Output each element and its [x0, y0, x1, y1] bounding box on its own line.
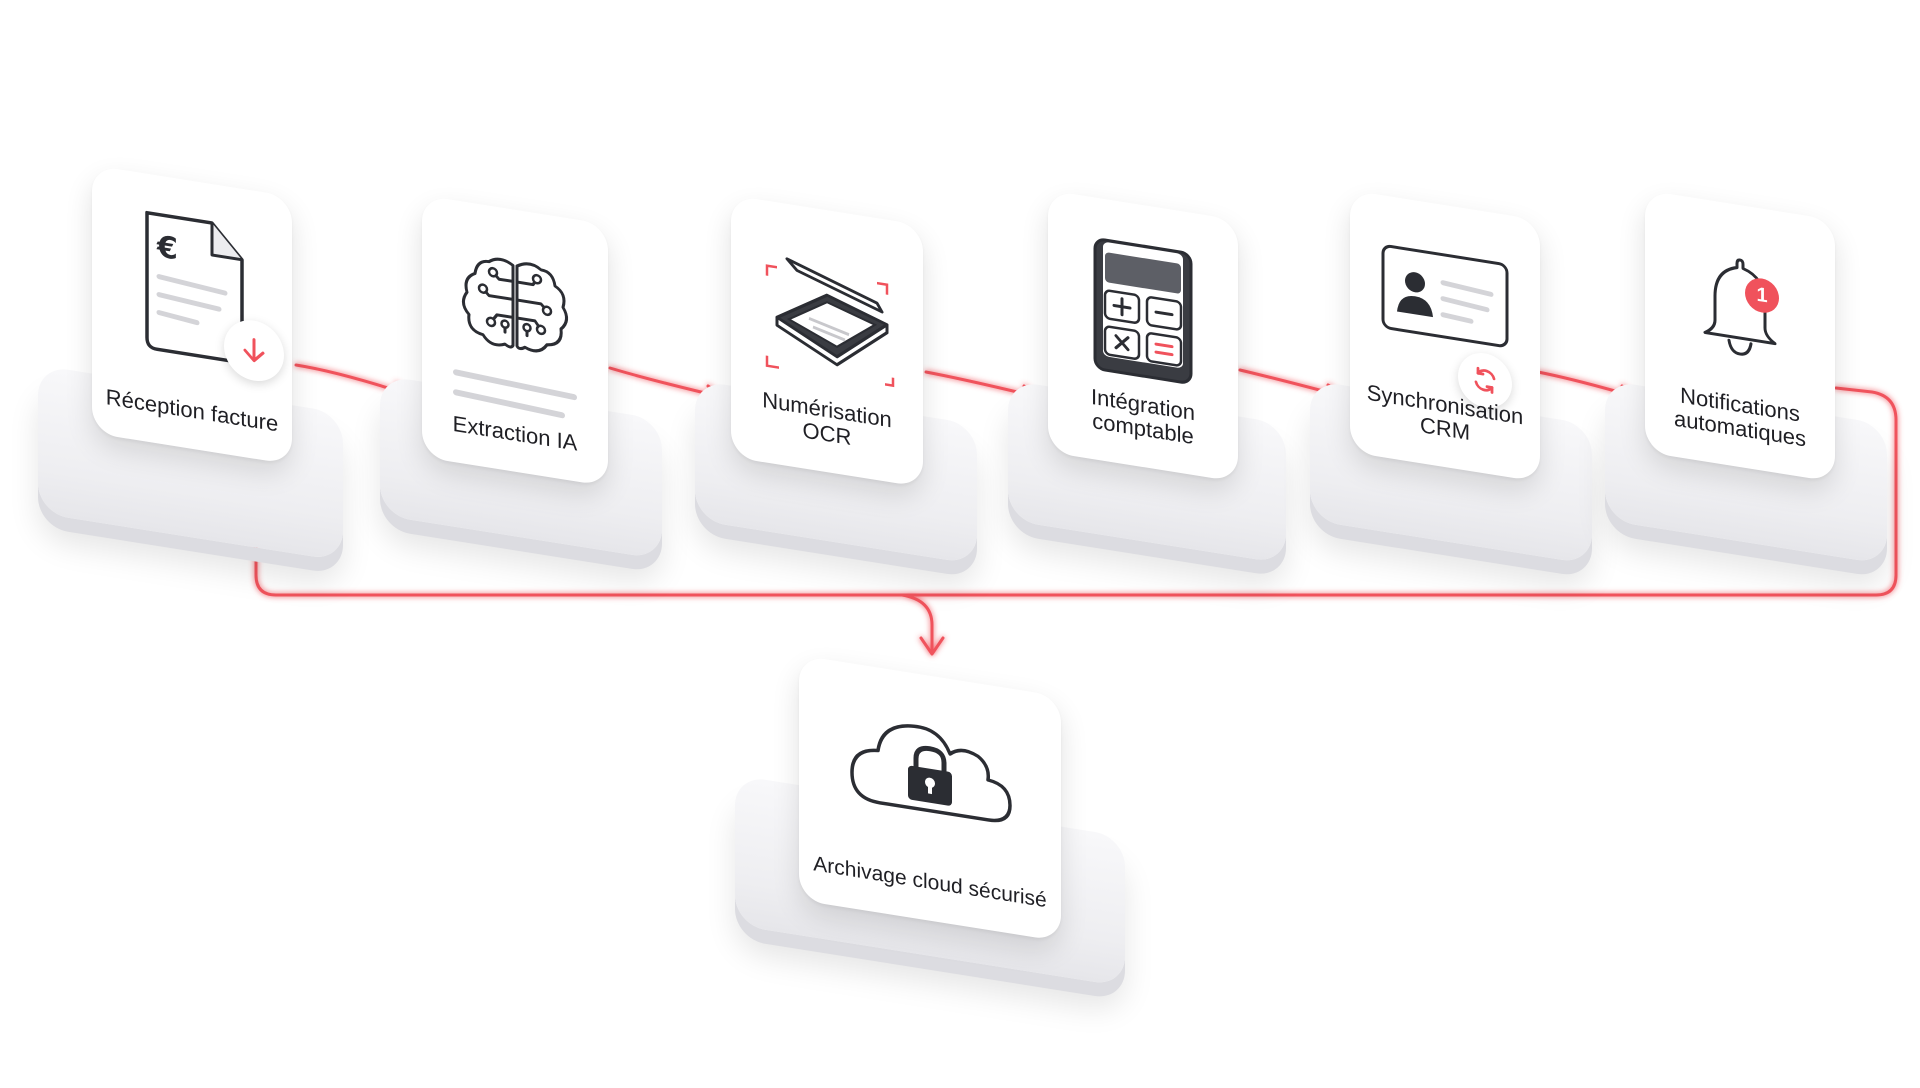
- step-label: Archivage cloud sécurisé: [813, 852, 1047, 913]
- return-line: [254, 386, 1898, 597]
- invoice-document-icon: €: [92, 189, 292, 391]
- download-arrow-icon: [243, 338, 265, 363]
- step-card: 1 Notifications automatiques: [1645, 190, 1835, 483]
- calculator-icon: [1048, 216, 1238, 406]
- scanner-icon: [731, 225, 923, 405]
- bell-icon: [1645, 216, 1835, 396]
- step-card: Numérisation OCR: [731, 195, 923, 488]
- cloud-lock-icon: [799, 685, 1061, 856]
- download-badge: [224, 315, 284, 386]
- step-card: € Réception facture: [92, 165, 292, 465]
- step-card: Extraction IA: [422, 195, 608, 487]
- drop-line: [900, 593, 934, 654]
- step-card: Synchronisation CRM: [1350, 190, 1540, 483]
- drop-line-head: [919, 636, 945, 656]
- euro-symbol: €: [156, 229, 178, 267]
- contact-card-icon: [1350, 212, 1540, 392]
- sync-badge: [1458, 349, 1512, 412]
- sync-icon: [1474, 366, 1496, 394]
- text-lines-decoration: [453, 369, 577, 419]
- step-card: Intégration comptable: [1048, 190, 1238, 483]
- step-card: Archivage cloud sécurisé: [799, 655, 1061, 942]
- ai-brain-icon: [422, 223, 608, 392]
- step-label: Notifications automatiques: [1673, 382, 1807, 452]
- step-label: Réception facture: [105, 384, 279, 437]
